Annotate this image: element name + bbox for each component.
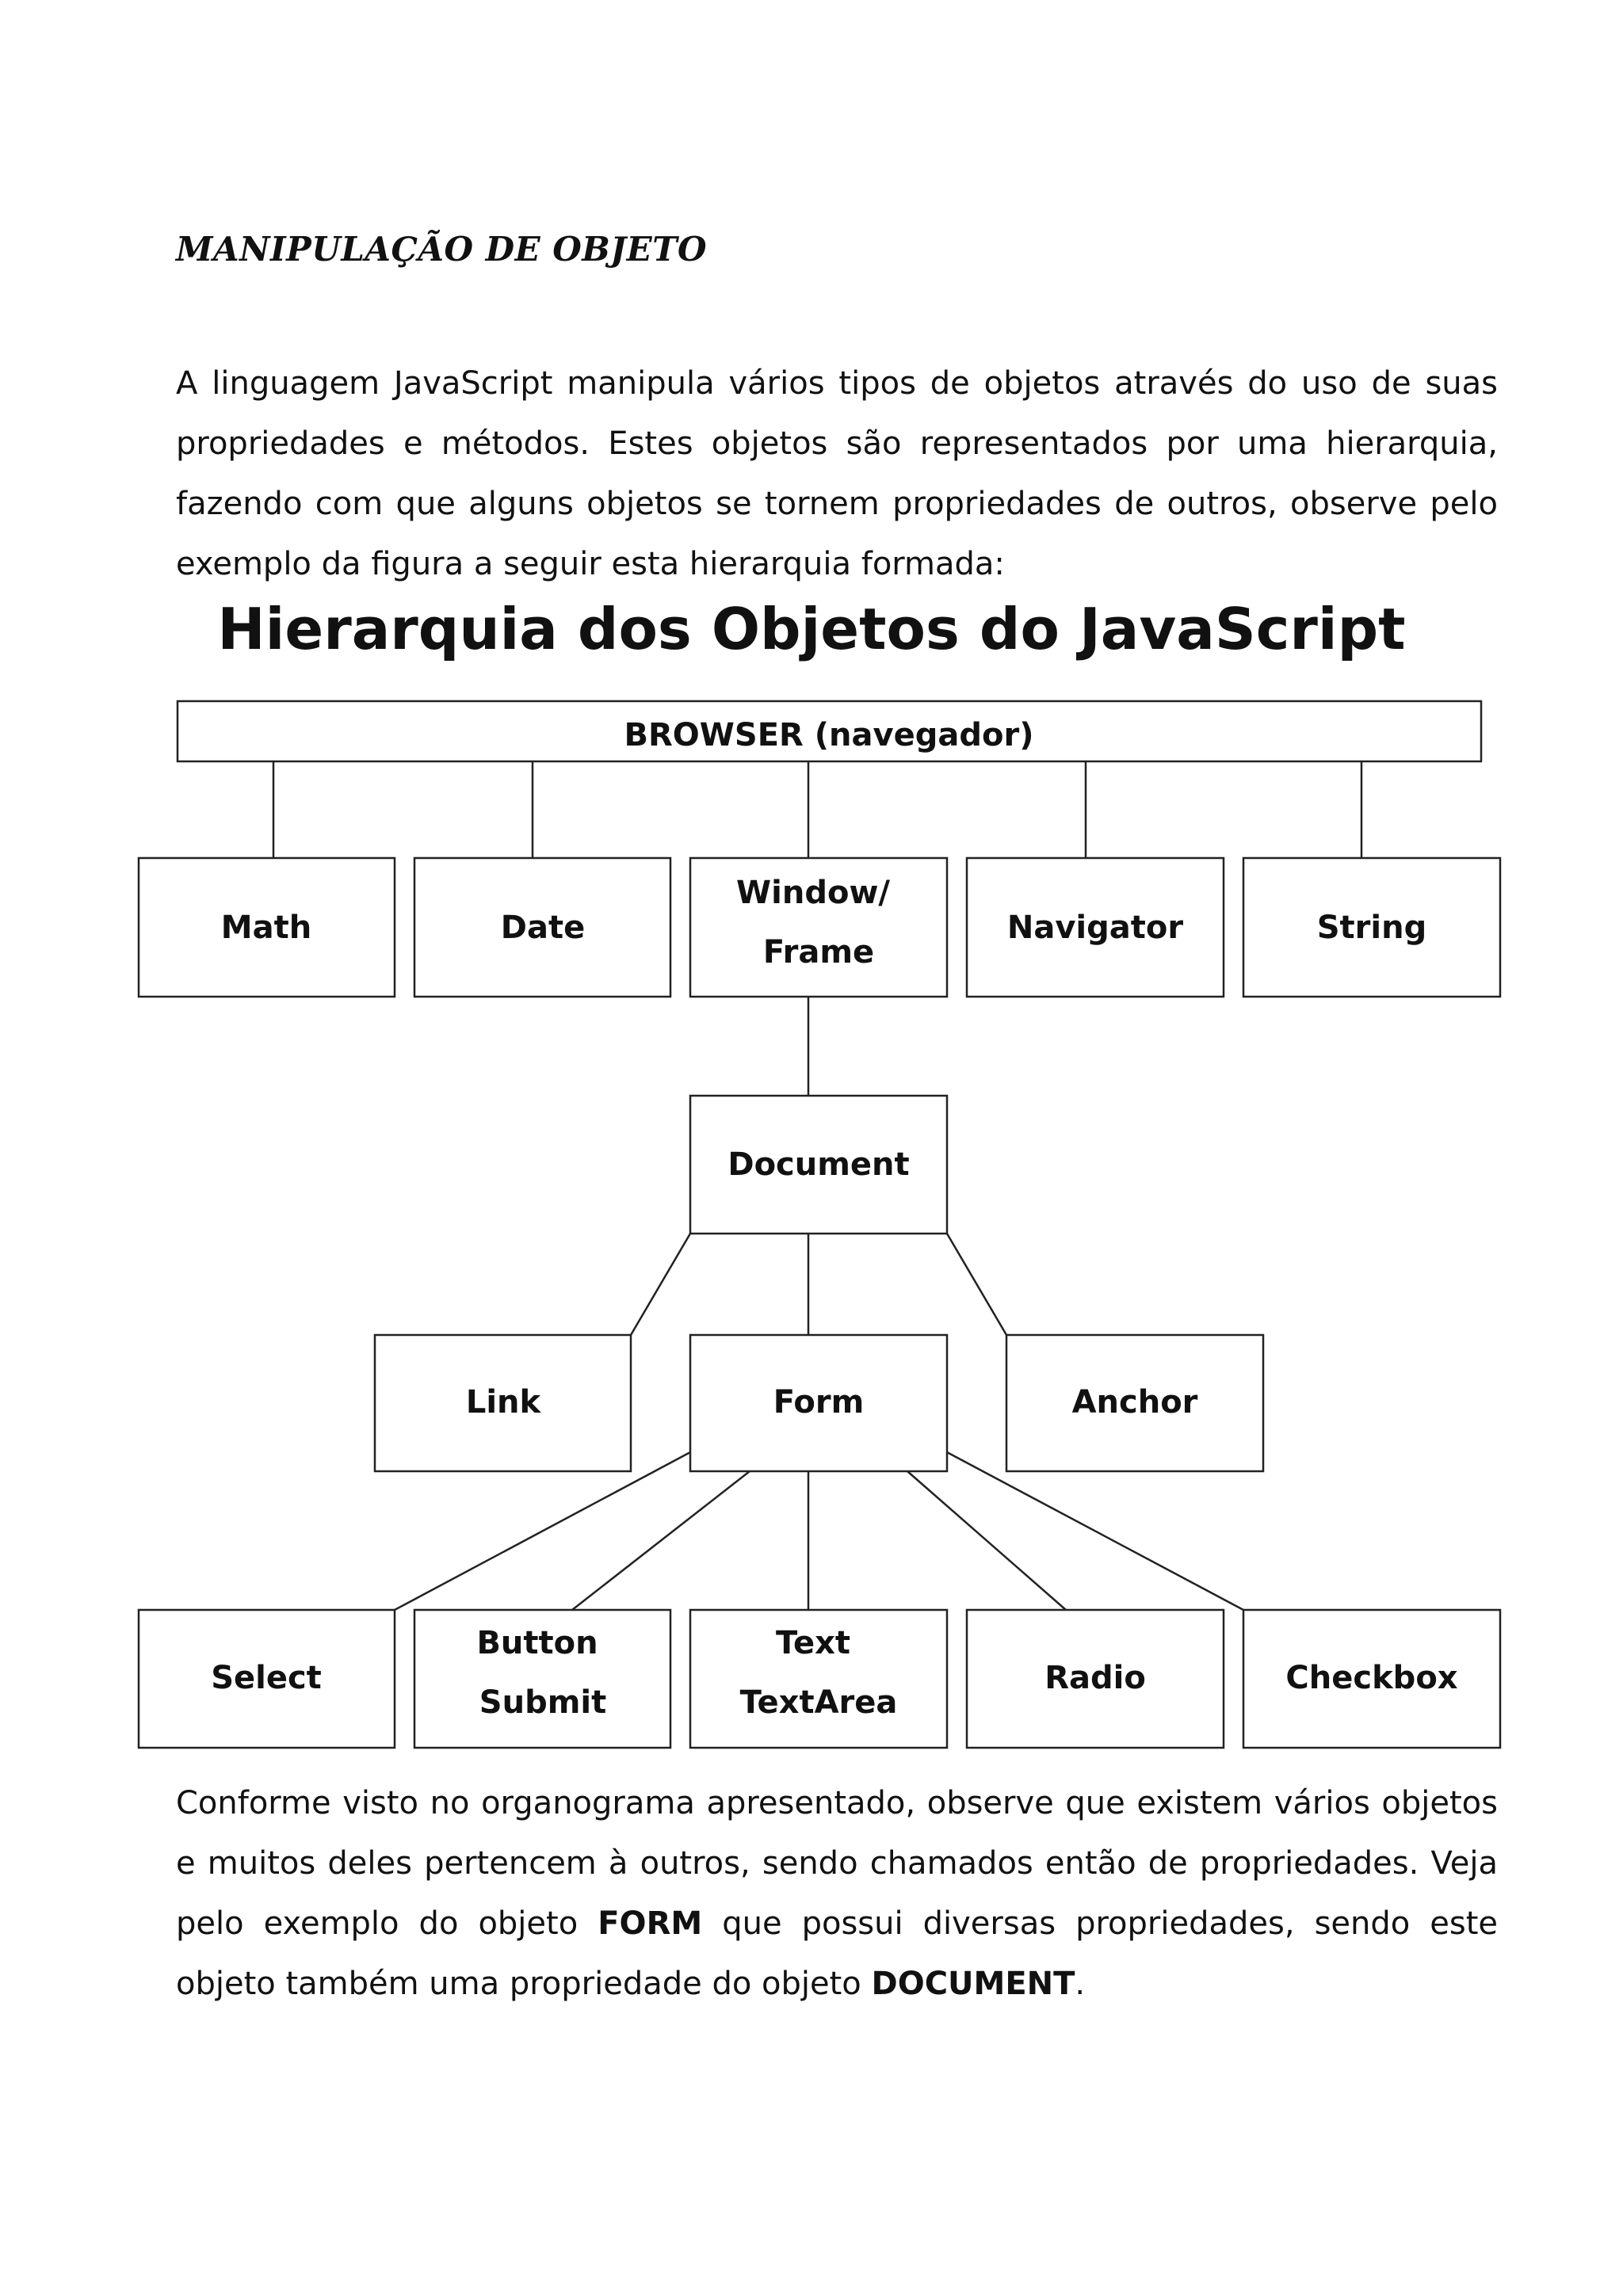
connector-form-checkbox <box>946 1451 1244 1611</box>
node-checkbox-label: Checkbox <box>1285 1660 1457 1696</box>
node-text-textarea-label: Text TextArea <box>740 1625 898 1721</box>
node-radio: Radio <box>965 1608 1225 1749</box>
node-anchor-label: Anchor <box>1072 1384 1198 1421</box>
node-radio-label: Radio <box>1044 1660 1146 1696</box>
section-heading: MANIPULAÇÃO DE OBJETO <box>176 230 708 269</box>
diagram-title: Hierarquia dos Objetos do JavaScript <box>217 596 1406 662</box>
node-window-frame-label: Window/ Frame <box>736 875 901 971</box>
node-math: Math <box>137 856 396 998</box>
node-navigator-label: Navigator <box>1007 910 1183 946</box>
connector-form-radio <box>907 1470 1067 1611</box>
node-navigator: Navigator <box>965 856 1225 998</box>
node-select-label: Select <box>211 1660 322 1696</box>
outro-text-2: que possui diversas propriedades, sendo … <box>176 1905 1499 2002</box>
node-document: Document <box>689 1094 949 1235</box>
node-string: String <box>1242 856 1502 998</box>
node-button-submit: Button Submit <box>413 1608 672 1749</box>
node-string-label: String <box>1317 910 1426 946</box>
outro-document-word: DOCUMENT <box>871 1966 1075 2002</box>
intro-paragraph: A linguagem JavaScript manipula vários t… <box>176 365 1498 582</box>
node-form-label: Form <box>773 1384 865 1421</box>
node-select: Select <box>137 1608 396 1749</box>
outro-paragraph: Conforme visto no organograma apresentad… <box>176 1773 1498 2014</box>
node-checkbox: Checkbox <box>1242 1608 1502 1749</box>
outro-text-end: . <box>1075 1966 1086 2002</box>
node-date: Date <box>413 856 672 998</box>
node-button-submit-label: Button Submit <box>476 1625 609 1721</box>
node-browser: BROWSER (navegador) <box>176 700 1483 763</box>
connector-form-button <box>571 1470 750 1611</box>
node-math-label: Math <box>221 910 311 946</box>
node-link-label: Link <box>466 1384 542 1421</box>
node-form: Form <box>689 1333 949 1473</box>
connector-form-select <box>394 1451 691 1611</box>
node-document-label: Document <box>727 1146 909 1183</box>
node-anchor: Anchor <box>1005 1333 1265 1473</box>
connector-document-link <box>629 1233 692 1336</box>
node-date-label: Date <box>501 910 585 946</box>
node-link: Link <box>373 1333 632 1473</box>
node-window-frame: Window/ Frame <box>689 856 949 998</box>
outro-text-1: Conforme visto no organograma apresentad… <box>176 1785 1498 1942</box>
node-browser-label: BROWSER (navegador) <box>624 717 1034 753</box>
connector-document-anchor <box>945 1233 1008 1336</box>
node-text-textarea: Text TextArea <box>689 1608 949 1749</box>
outro-form-word: FORM <box>598 1905 703 1942</box>
